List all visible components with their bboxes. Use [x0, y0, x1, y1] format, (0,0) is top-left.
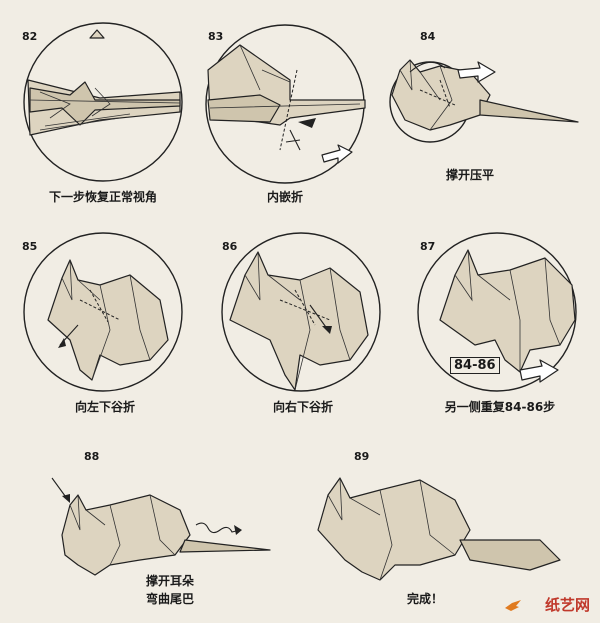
- step-84-number: 84: [420, 30, 436, 43]
- step-85-caption: 向左下谷折: [74, 400, 135, 414]
- watermark-bird-icon: [505, 600, 521, 611]
- step-86-number: 86: [222, 240, 238, 253]
- step-82-illustration: [23, 22, 183, 182]
- step-82-number: 82: [22, 30, 38, 43]
- step-89-caption: 完成！: [406, 592, 443, 606]
- step-88-caption-line1: 撑开耳朵: [145, 574, 194, 588]
- step-83-illustration: [205, 24, 366, 184]
- step-85-number: 85: [22, 240, 38, 253]
- step-89-number: 89: [354, 450, 370, 463]
- step-88-caption-line2: 弯曲尾巴: [145, 592, 194, 606]
- step-86-illustration: [221, 232, 381, 392]
- step-85-illustration: [23, 232, 183, 392]
- step-87-caption: 另一侧重复84-86步: [444, 400, 556, 414]
- step-82-caption: 下一步恢复正常视角: [48, 190, 157, 204]
- step-87-illustration: [417, 232, 577, 392]
- step-84-caption: 撑开压平: [445, 168, 494, 182]
- step-89-illustration: [317, 477, 561, 581]
- step-88-illustration: [51, 477, 271, 576]
- watermark-text: 纸艺网: [544, 596, 590, 614]
- step-range-box: 84-86: [450, 357, 500, 374]
- step-87-number: 87: [420, 240, 436, 253]
- step-84-illustration: [389, 59, 579, 143]
- step-88-number: 88: [84, 450, 100, 463]
- step-83-caption: 内嵌折: [266, 190, 303, 204]
- step-86-caption: 向右下谷折: [272, 400, 333, 414]
- step-83-number: 83: [208, 30, 224, 43]
